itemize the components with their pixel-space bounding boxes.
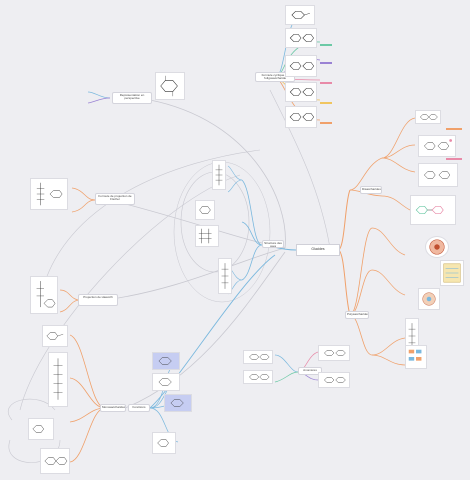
branch-node-anomers[interactable]: Anomères (298, 367, 322, 375)
molecule-diagram (195, 200, 215, 220)
decorative-label (446, 128, 462, 130)
molecule-diagram (243, 350, 273, 364)
decorative-label (320, 62, 332, 64)
molecule-diagram (418, 163, 458, 187)
molecule-diagram (152, 352, 180, 370)
molecule-diagram (425, 236, 449, 258)
molecule-diagram (285, 28, 317, 48)
molecule-diagram (318, 372, 350, 388)
molecule-diagram (440, 260, 464, 286)
molecule-diagram (42, 325, 68, 347)
branch-node-disaccharides[interactable]: Disaccharides (360, 186, 382, 194)
branch-node-polysaccharides[interactable]: Polysaccharides (345, 311, 369, 319)
central-topic[interactable]: Glucides (296, 244, 340, 256)
molecule-diagram (30, 276, 58, 314)
molecule-diagram (28, 418, 54, 440)
molecule-diagram (152, 373, 180, 391)
branch-node-structure[interactable]: Structure des oses (262, 240, 284, 248)
molecule-diagram (285, 55, 317, 77)
molecule-diagram (48, 352, 68, 407)
molecule-diagram (195, 225, 219, 247)
molecule-diagram (243, 370, 273, 384)
molecule-diagram (212, 160, 226, 190)
branch-node-perspective[interactable]: Représentation en perspective (112, 92, 152, 104)
decorative-label (446, 158, 462, 160)
molecule-diagram (410, 195, 456, 225)
branch-node-monosaccharides[interactable]: Monosaccharides (100, 404, 126, 412)
molecule-diagram (155, 72, 185, 100)
molecule-diagram (415, 110, 441, 124)
branch-node-haworth[interactable]: Projection de Haworth (78, 294, 118, 306)
molecule-diagram (405, 345, 427, 369)
molecule-diagram (30, 178, 68, 210)
molecule-diagram (40, 448, 70, 474)
molecule-diagram (418, 288, 440, 310)
molecule-diagram (285, 82, 317, 102)
molecule-diagram (218, 258, 232, 294)
decorative-label (320, 102, 332, 104)
molecule-diagram (318, 345, 350, 361)
molecule-diagram (164, 394, 192, 412)
molecule-diagram (418, 135, 456, 157)
molecule-diagram (285, 106, 317, 128)
decorative-label (320, 44, 332, 46)
branch-node-functions[interactable]: Fonctions (128, 404, 150, 412)
decorative-label (320, 122, 332, 124)
decorative-label (320, 82, 332, 84)
branch-node-fischer[interactable]: Formule de projection de Fischer (95, 193, 135, 205)
molecule-diagram (152, 432, 176, 454)
molecule-diagram (285, 5, 315, 25)
branch-node-oligosaccharide[interactable]: Formule cyclique de l'oligosaccharide (255, 72, 295, 82)
